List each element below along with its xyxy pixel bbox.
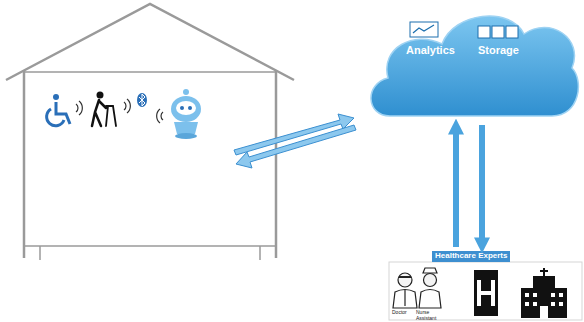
signal-waves: [76, 99, 163, 123]
wheelchair-icon: [47, 94, 70, 126]
experts-frame: [389, 262, 582, 320]
cloud-shape: [362, 4, 584, 122]
doctor-icon: [393, 273, 417, 308]
house-floor: [24, 245, 276, 247]
group-heading: Healthcare Experts: [432, 251, 510, 262]
service-label: Storage: [478, 44, 519, 56]
cloud-outline: [371, 16, 578, 116]
house-roof: [6, 4, 294, 80]
robot-icon: [171, 89, 201, 139]
cloud-node: Analytics Storage: [362, 4, 584, 122]
role-label: Nurse Assistant: [416, 310, 450, 321]
hospital-building-icon: [521, 268, 567, 318]
house-ceiling: [24, 71, 276, 73]
service-label: Analytics: [406, 44, 455, 56]
download-arrow: [236, 125, 356, 168]
nurse-icon: [419, 268, 441, 308]
role-label: Doctor: [392, 310, 407, 316]
network-arrow: [234, 114, 356, 168]
bluetooth-icon: [137, 93, 147, 107]
house-outline: [6, 4, 294, 260]
analytics-icon: [410, 22, 438, 37]
storage-icon: [478, 26, 518, 38]
data-flow-arrow: [479, 125, 485, 247]
experts-box: Healthcare ExpertsDoctor Nurse Assistant: [388, 250, 584, 322]
hospital-sign-icon: [474, 270, 498, 316]
data-flow-arrow: [453, 125, 459, 247]
house-post: [40, 246, 260, 260]
walker-person-icon: [92, 92, 116, 127]
